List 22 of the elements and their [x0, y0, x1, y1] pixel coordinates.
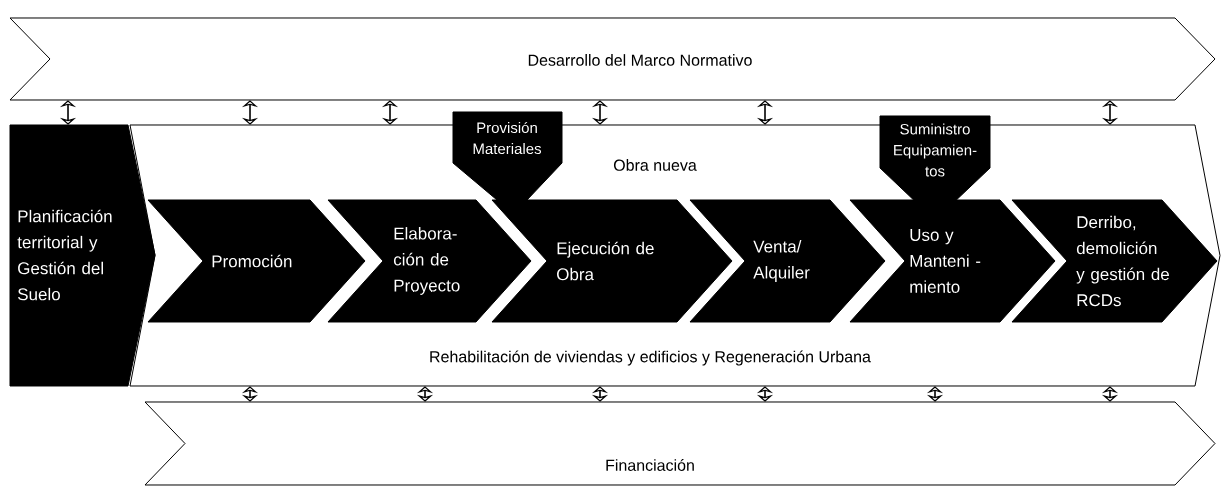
- double-arrow: [1101, 386, 1119, 402]
- double-arrow: [591, 100, 609, 125]
- double-arrow: [756, 386, 774, 402]
- process-step: Uso y Manteni - miento: [849, 199, 1056, 323]
- double-arrow: [59, 100, 77, 125]
- double-arrow: [416, 386, 434, 402]
- node-label: Derribo, demolición y gestión de RCDs: [1076, 215, 1169, 307]
- process-step: Elabora- ción de Proyecto: [327, 199, 532, 323]
- callout-box: Provisión Materiales: [452, 111, 563, 201]
- double-arrow: [381, 100, 399, 125]
- callout-box: Suministro Equipamien- tos: [879, 115, 991, 207]
- process-step: Promoción: [147, 199, 366, 323]
- double-arrow: [591, 386, 609, 402]
- double-arrow: [926, 386, 944, 402]
- process-step: Derribo, demolición y gestión de RCDs: [1011, 199, 1218, 323]
- double-arrow: [241, 386, 259, 402]
- double-arrow: [241, 100, 259, 125]
- double-arrow: [756, 100, 774, 125]
- process-step: Ejecución de Obra: [491, 199, 733, 323]
- double-arrow: [1101, 100, 1119, 125]
- process-step: Venta/ Alquiler: [689, 199, 886, 323]
- stage-box: Planificación territorial y Gestión del Suelo: [9, 124, 156, 387]
